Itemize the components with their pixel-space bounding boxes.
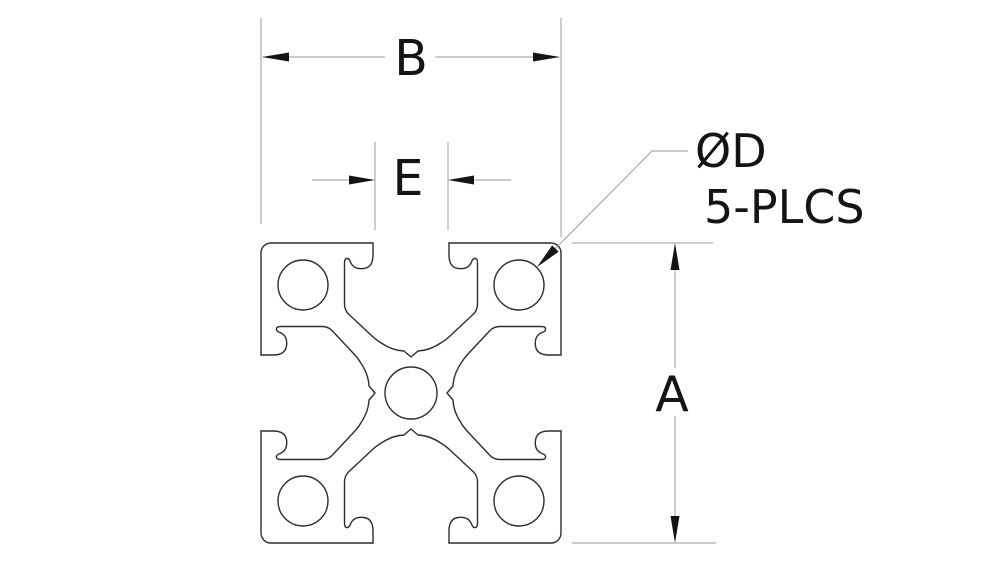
arrowheads-group	[262, 52, 680, 543]
annotation-text-group: B E A ØD 5-PLCS	[393, 30, 865, 423]
dim-a-label: A	[655, 366, 689, 423]
center-hole	[384, 366, 438, 420]
dim-a-arrow-top	[670, 243, 680, 270]
leader-line	[545, 150, 688, 259]
dim-a-arrow-bottom	[670, 516, 680, 543]
dim-b-extension-lines	[260, 18, 562, 237]
dim-e-arrow-left	[349, 175, 375, 185]
dim-b-arrow-left	[262, 52, 289, 62]
callout-diameter-label: ØD	[695, 124, 767, 178]
callout-places-label: 5-PLCS	[704, 180, 865, 234]
slot-cavity-bottom	[343, 428, 479, 544]
profile-outer-faces	[260, 242, 562, 544]
dim-e-arrow-right	[448, 175, 474, 185]
corner-hole-top-left	[277, 259, 329, 311]
corner-hole-bottom-left	[277, 475, 329, 527]
corner-hole-top-right	[493, 259, 545, 311]
corner-hole-bottom-right	[493, 475, 545, 527]
leader-arrowhead	[537, 245, 559, 267]
dim-e-extension-lines	[374, 142, 449, 230]
dim-e-label: E	[393, 150, 424, 207]
dimension-lines-group	[260, 18, 716, 544]
slot-cavity-right	[446, 325, 562, 461]
dim-a-extension-lines	[572, 242, 716, 544]
slot-cavity-left	[260, 325, 376, 461]
profile-outline-group	[260, 242, 562, 544]
slot-cavity-top	[343, 242, 479, 358]
dim-b-label: B	[394, 30, 428, 87]
dim-b-arrow-right	[533, 52, 560, 62]
